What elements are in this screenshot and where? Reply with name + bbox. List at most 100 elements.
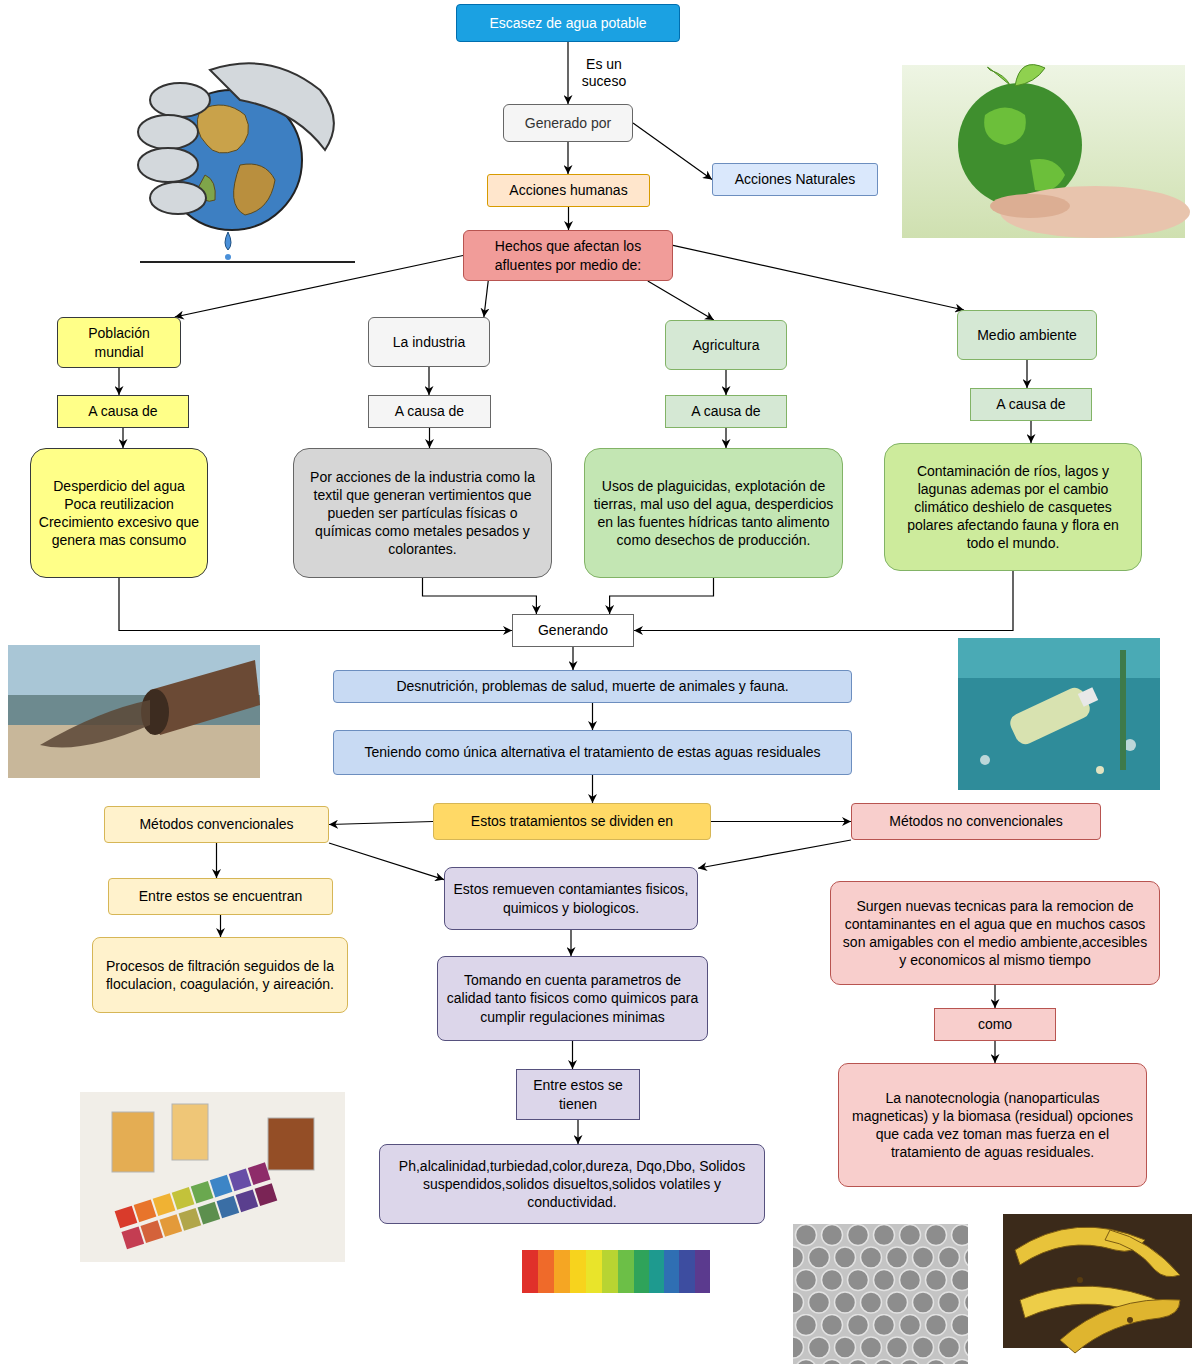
node-text: Surgen nuevas tecnicas para la remocion …	[838, 897, 1152, 970]
process-box: Generado por	[503, 104, 633, 142]
green-globe-illustration	[902, 65, 1190, 238]
node-text: Estos remueven contamiantes fisicos, qui…	[452, 880, 690, 916]
connector-box: A causa de	[368, 395, 491, 428]
arrow-connector	[567, 142, 568, 174]
node-text: Procesos de filtración seguidos de la fl…	[100, 957, 340, 993]
detail-box: Tomando en cuenta parametros de calidad …	[437, 956, 708, 1041]
category-box: Población mundial	[57, 317, 181, 368]
node-text: Desperdicio del agua Poca reutilizacion …	[38, 477, 200, 550]
color-scale-bar	[522, 1250, 710, 1293]
underwater-plastic-photo	[958, 638, 1160, 790]
arrow-connector	[711, 821, 851, 822]
node-text: Por acciones de la industria como la tex…	[301, 468, 544, 559]
category-box: Medio ambiente	[957, 310, 1097, 360]
water-test-photo	[80, 1092, 345, 1262]
process-box: Hechos que afectan los afluentes por med…	[463, 230, 673, 281]
banana-peels-photo	[1003, 1214, 1192, 1353]
node-text: Agricultura	[693, 336, 760, 354]
connector-box: A causa de	[665, 395, 787, 428]
cause-box: Usos de plaguicidas, explotación de tier…	[584, 448, 843, 578]
node-text: Teniendo como única alternativa el trata…	[364, 743, 820, 761]
method-box: Métodos no convencionales	[851, 803, 1101, 840]
arrow-connector	[592, 775, 593, 803]
arrow-connector	[567, 42, 568, 104]
arrow-connector	[633, 123, 712, 180]
node-text: A causa de	[88, 402, 157, 420]
detail-box: Surgen nuevas tecnicas para la remocion …	[830, 881, 1160, 985]
node-text: Tomando en cuenta parametros de calidad …	[445, 971, 700, 1026]
arrow-connector	[429, 428, 430, 448]
arrow-connector	[423, 578, 537, 614]
cause-box: Por acciones de la industria como la tex…	[293, 448, 552, 578]
arrow-connector	[634, 571, 1013, 631]
arrow-connector	[570, 930, 571, 956]
arrow-connector	[577, 1120, 578, 1144]
node-text: Estos tratamientos se dividen en	[471, 812, 673, 830]
connector-box: A causa de	[57, 395, 189, 428]
node-text: como	[978, 1015, 1012, 1033]
node-text: A causa de	[691, 402, 760, 420]
process-box: Acciones humanas	[487, 174, 650, 207]
process-box: Estos tratamientos se dividen en	[433, 803, 711, 840]
arrow-connector	[122, 428, 123, 448]
node-text: Contaminación de ríos, lagos y lagunas a…	[892, 462, 1134, 553]
arrow-connector	[592, 703, 593, 730]
globe-fist-illustration	[138, 63, 355, 262]
arrow-connector	[572, 647, 573, 670]
node-text: Entre estos se encuentran	[139, 887, 302, 905]
nanoparticles-micrograph	[793, 1224, 968, 1364]
arrow-connector	[1026, 360, 1027, 388]
arrow-connector	[610, 578, 714, 614]
effect-box: Desnutrición, problemas de salud, muerte…	[333, 670, 852, 703]
node-text: A causa de	[395, 402, 464, 420]
detail-box: Estos remueven contamiantes fisicos, qui…	[444, 867, 698, 930]
sewage-pipe-photo	[8, 645, 260, 778]
arrow-connector	[175, 256, 463, 318]
node-text: Escasez de agua potable	[489, 14, 646, 32]
connector-box: Generando	[512, 614, 634, 647]
arrow-connector	[725, 370, 726, 395]
node-text: Métodos convencionales	[139, 815, 293, 833]
arrow-connector	[428, 367, 429, 395]
node-text: La industria	[393, 333, 465, 351]
connector-box: Entre estos se tienen	[516, 1069, 640, 1120]
arrow-connector	[725, 428, 726, 448]
arrow-connector	[994, 1041, 995, 1063]
node-text: Desnutrición, problemas de salud, muerte…	[396, 677, 788, 695]
arrow-connector	[572, 1041, 573, 1069]
arrow-connector	[673, 245, 964, 310]
arrow-connector	[484, 281, 488, 317]
arrow-connector	[568, 207, 569, 230]
arrow-connector	[220, 915, 221, 937]
node-text: Ph,alcalinidad,turbiedad,color,dureza, D…	[387, 1157, 757, 1212]
node-text: Medio ambiente	[977, 326, 1077, 344]
category-box: Agricultura	[665, 320, 787, 370]
detail-box: La nanotecnologia (nanoparticulas magnet…	[838, 1063, 1147, 1187]
node-text: Población mundial	[65, 324, 173, 360]
arrow-connector	[994, 985, 995, 1008]
node-text: Métodos no convencionales	[889, 812, 1063, 830]
node-text: A causa de	[996, 395, 1065, 413]
node-text: Usos de plaguicidas, explotación de tier…	[592, 477, 835, 550]
edge-label: Es un suceso	[574, 56, 634, 91]
category-box: La industria	[368, 317, 490, 367]
detail-box: Ph,alcalinidad,turbiedad,color,dureza, D…	[379, 1144, 765, 1224]
arrow-connector	[648, 281, 714, 320]
node-text: Acciones humanas	[509, 181, 627, 199]
effect-box: Teniendo como única alternativa el trata…	[333, 730, 852, 775]
process-box: Acciones Naturales	[712, 163, 878, 196]
connector-box: Entre estos se encuentran	[108, 878, 333, 915]
arrow-connector	[216, 843, 217, 878]
node-text: La nanotecnologia (nanoparticulas magnet…	[846, 1089, 1139, 1162]
arrow-connector	[118, 368, 119, 395]
arrow-connector	[329, 843, 444, 880]
connector-box: como	[934, 1008, 1056, 1041]
connector-box: A causa de	[970, 388, 1092, 421]
node-text: Generado por	[525, 114, 611, 132]
node-text: Entre estos se tienen	[524, 1076, 632, 1112]
cause-box: Contaminación de ríos, lagos y lagunas a…	[884, 443, 1142, 571]
cause-box: Desperdicio del agua Poca reutilizacion …	[30, 448, 208, 578]
node-text: Acciones Naturales	[735, 170, 856, 188]
